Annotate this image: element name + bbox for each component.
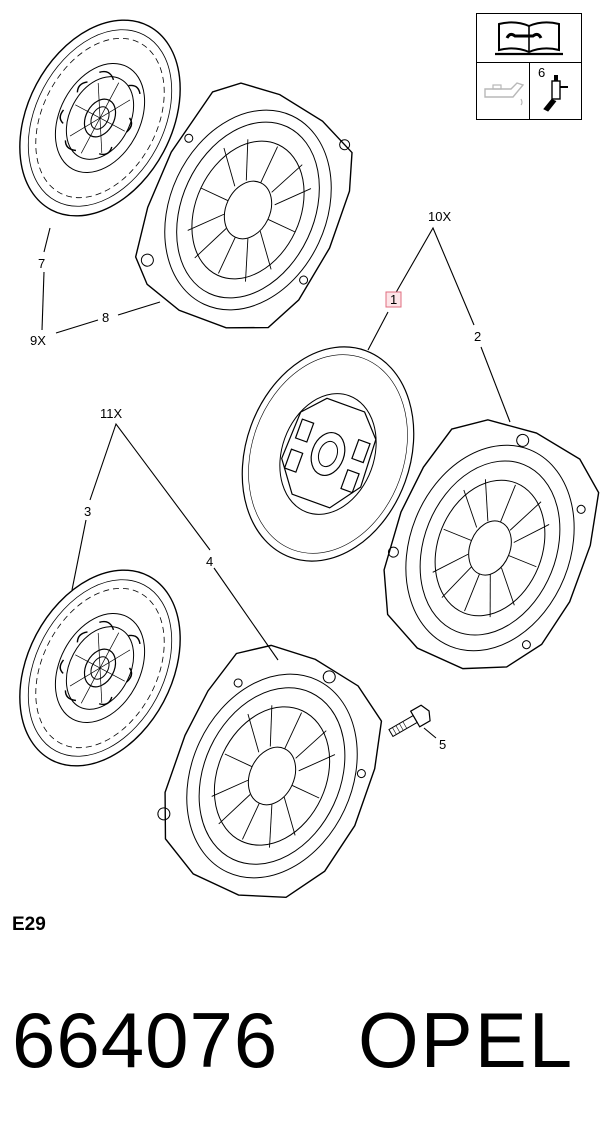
exploded-parts-diagram: 7 8 9X 10X 1 2 11X 3 4 5 (0, 0, 600, 927)
legend-manual-cell (477, 14, 581, 63)
oil-can-icon (484, 82, 525, 106)
callout-9x: 9X (30, 333, 46, 348)
callout-1-highlight (385, 291, 402, 308)
leader-lines (41, 226, 511, 739)
callout-4[interactable]: 4 (206, 554, 213, 569)
callout-11x: 11X (100, 406, 122, 421)
callout-8[interactable]: 8 (102, 310, 109, 325)
callout-10x: 10X (428, 209, 451, 224)
brand-name: OPEL (358, 996, 575, 1084)
clutch-disc-7[interactable] (0, 0, 212, 244)
pressure-plate-8[interactable] (112, 63, 379, 356)
pressure-plate-4[interactable] (133, 623, 411, 927)
legend-oil-cell (477, 63, 530, 119)
part-number: 664076 (12, 996, 279, 1084)
pressure-plate-2[interactable] (355, 397, 600, 696)
bolt-5[interactable] (386, 703, 433, 741)
service-info-box: 6 (476, 13, 582, 120)
legend-item-number: 6 (538, 65, 546, 80)
clutch-disc-1[interactable] (213, 323, 442, 586)
callout-3[interactable]: 3 (84, 504, 91, 519)
book-wrench-icon (495, 21, 563, 56)
callout-1[interactable]: 1 (390, 292, 397, 307)
legend-grease-cell: 6 (530, 63, 581, 119)
callout-2[interactable]: 2 (474, 329, 481, 344)
clutch-disc-3[interactable] (0, 542, 212, 793)
grease-gun-icon (543, 75, 568, 112)
section-code: E29 (12, 914, 46, 935)
callout-7[interactable]: 7 (38, 256, 45, 271)
callout-5[interactable]: 5 (439, 737, 446, 752)
